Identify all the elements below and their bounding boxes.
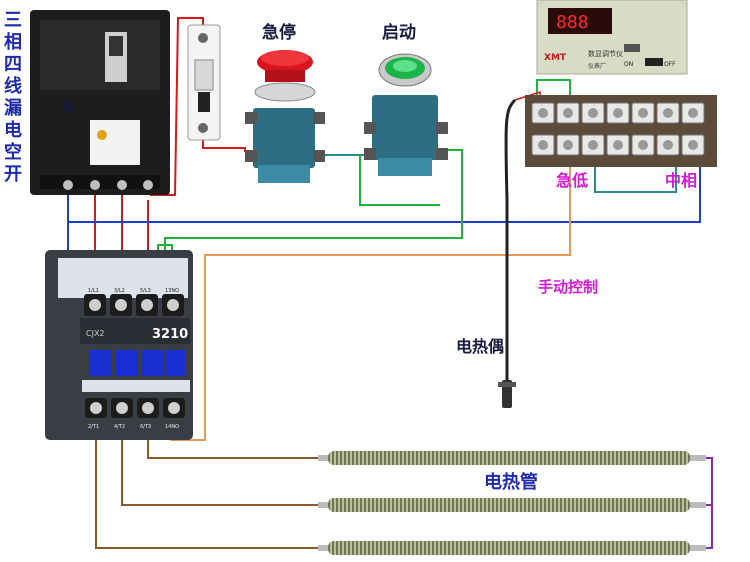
emergency-stop-button[interactable] [245, 50, 325, 183]
controller-on: ON [624, 61, 633, 68]
wire-red-fuse-estop [202, 140, 246, 152]
start-label: 启动 [382, 22, 416, 43]
emergency-stop-label: 急停 [262, 22, 296, 43]
controller-display-value: 888 [556, 12, 589, 33]
contactor-terminal-l2: 3/L2 [114, 288, 125, 294]
contactor-number: 3210 [152, 327, 188, 342]
heating-tube-1 [318, 451, 706, 465]
controller-brand: XMT [544, 53, 567, 63]
wire-brown-t2 [121, 418, 318, 506]
wire-blue-neutral [67, 150, 701, 223]
start-button[interactable] [364, 53, 448, 176]
wire-brown-t1 [95, 418, 318, 549]
controller-product: 数显调节仪 [588, 49, 623, 58]
din-fuse [187, 24, 221, 141]
wire-teal-ctrl [594, 148, 677, 193]
heating-tube-label: 电热管 [484, 471, 538, 493]
title-char-5: 电 [4, 119, 22, 141]
controller-display [548, 8, 612, 34]
contactor-terminal-l3: 5/L3 [140, 288, 151, 294]
wire-thermocouple [504, 98, 517, 380]
leakage-breaker [30, 10, 170, 195]
controller-switch[interactable] [645, 58, 663, 66]
contactor-terminal-t2: 4/T2 [114, 424, 125, 430]
test-button[interactable] [97, 130, 107, 140]
contactor-terminal-l1: 1/L1 [88, 288, 99, 294]
title-char-6: 空 [4, 141, 22, 163]
contactor-terminal-no14: 14NO [165, 424, 179, 430]
title-char-3: 线 [4, 75, 22, 97]
title-char-4: 漏 [4, 98, 22, 119]
title-char-7: 开 [4, 164, 22, 185]
terminal-block [525, 95, 717, 167]
wire-green-start-2 [359, 155, 440, 206]
contactor-terminal-no13: 13NO [165, 288, 179, 294]
mid-phase-label: 中相 [665, 171, 697, 190]
thermocouple-probe [498, 380, 516, 408]
fuse-toggle[interactable] [198, 92, 210, 112]
title-char-2: 四 [4, 54, 22, 75]
wire-purple-star [706, 457, 713, 549]
title-char-0: 三 [4, 10, 22, 31]
manual-control-label: 手动控制 [538, 278, 598, 296]
title-char-1: 相 [4, 32, 22, 53]
controller-off: OFF [664, 61, 676, 68]
thermocouple-label: 电热偶 [456, 337, 504, 356]
contactor-terminal-t1: 2/T1 [88, 424, 99, 430]
controller-factory: 仪表厂 [588, 62, 606, 70]
contactor-terminal-t3: 6/T3 [140, 424, 151, 430]
controller-knob[interactable] [624, 44, 640, 52]
breaker-screws [63, 180, 153, 190]
contactor-model: CJX2 [86, 329, 105, 338]
contactor: 1/L1 3/L2 5/L3 13NO CJX2 3210 2/T1 4/T2 … [45, 250, 193, 440]
neutral-label: N [62, 100, 74, 116]
low-speed-label: 急低 [556, 171, 588, 190]
temperature-controller: 888 XMT 数显调节仪 仪表厂 ON OFF [536, 0, 688, 75]
heating-tube-3 [318, 541, 706, 555]
title-vertical: 三 相 四 线 漏 电 空 开 [4, 10, 22, 185]
wire-orange-coil [170, 150, 571, 441]
heating-tube-2 [318, 498, 706, 512]
